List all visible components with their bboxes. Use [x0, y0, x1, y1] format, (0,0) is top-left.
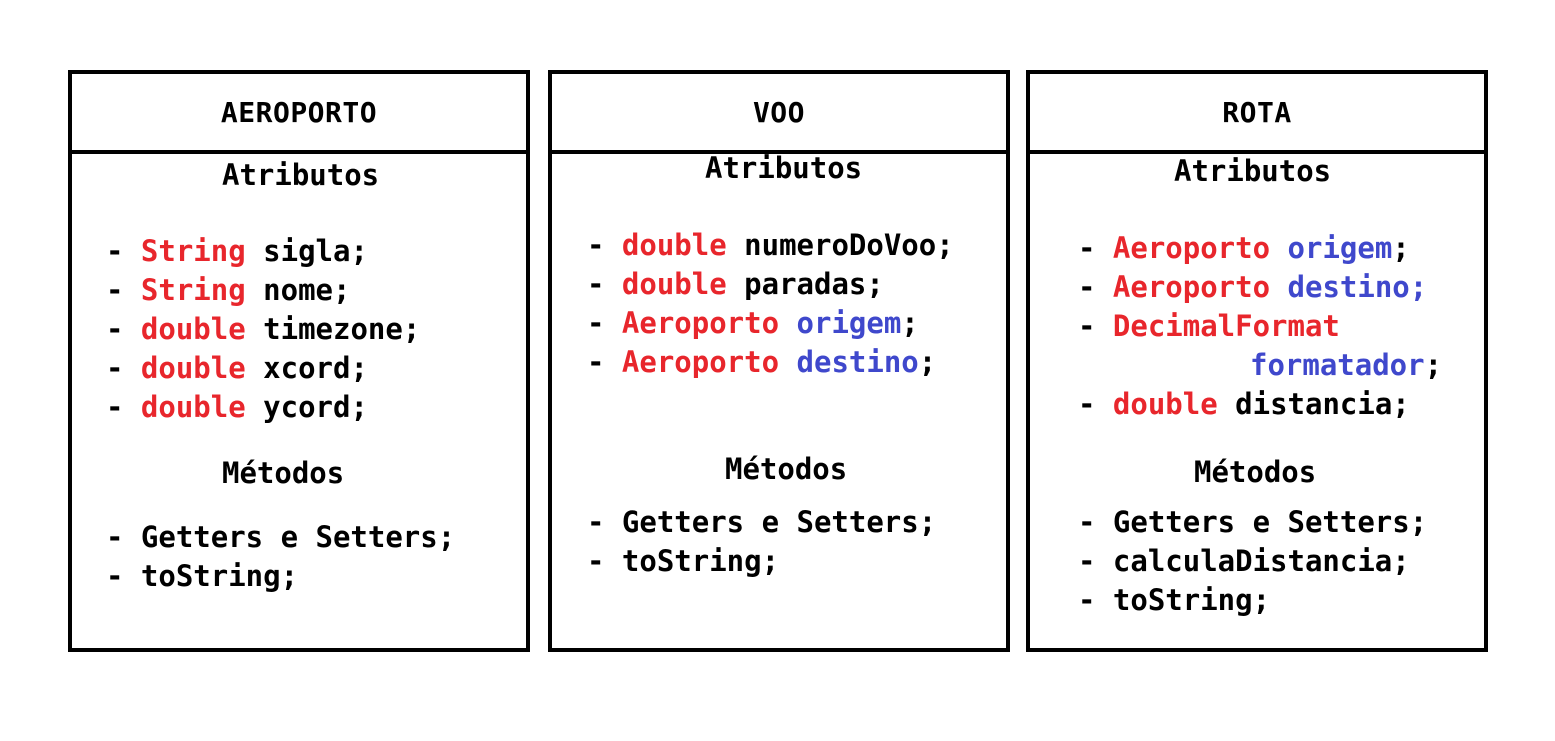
attribute-destino: - Aeroporto destino;	[587, 343, 936, 382]
class-name: ROTA	[1030, 74, 1484, 154]
attribute-name: origem	[1287, 231, 1393, 265]
attribute-type: Aeroporto	[1112, 231, 1271, 265]
attribute-numero-do-voo: - double numeroDoVoo;	[587, 226, 954, 265]
method-item: - Getters e Setters;	[106, 520, 456, 554]
attribute-name: nome	[263, 273, 333, 307]
class-box-voo: VOO Atributos - double numeroDoVoo; - do…	[548, 70, 1010, 652]
semicolon: ;	[350, 234, 368, 268]
methods-title: Métodos	[1194, 455, 1317, 489]
attribute-paradas: - double paradas;	[587, 265, 884, 304]
attribute-type: double	[140, 312, 246, 346]
attribute-ycord: - double ycord;	[106, 388, 368, 427]
dash: -	[587, 306, 622, 340]
semicolon: ;	[1392, 231, 1410, 265]
attribute-name: numeroDoVoo	[744, 228, 937, 262]
semicolon: ;	[901, 306, 919, 340]
attribute-origem: - Aeroporto origem;	[587, 304, 919, 343]
dash: -	[106, 312, 141, 346]
semicolon: ;	[936, 228, 954, 262]
attributes-title: Atributos	[222, 158, 380, 192]
attribute-name: xcord	[263, 351, 351, 385]
class-body: Atributos - String sigla; - String nome;…	[72, 154, 526, 648]
attributes-title: Atributos	[1174, 154, 1332, 188]
dash: -	[106, 390, 141, 424]
attribute-name: distancia	[1235, 387, 1393, 421]
attribute-distancia: - double distancia;	[1078, 385, 1410, 424]
attribute-name: ycord	[263, 390, 351, 424]
attribute-timezone: - double timezone;	[106, 310, 420, 349]
attributes-title: Atributos	[705, 151, 863, 185]
semicolon: ;	[866, 267, 884, 301]
dash: -	[1078, 270, 1113, 304]
attribute-formatador: - DecimalFormat	[1078, 307, 1340, 346]
attribute-nome: - String nome;	[106, 271, 350, 310]
attribute-type: double	[621, 267, 727, 301]
semicolon: ;	[402, 312, 421, 346]
attribute-type: DecimalFormat	[1112, 309, 1340, 343]
attribute-formatador-name: formatador;	[1250, 346, 1442, 385]
attribute-type: double	[621, 228, 727, 262]
semicolon: ;	[333, 273, 351, 307]
dash: -	[587, 228, 622, 262]
attribute-name: origem	[796, 306, 902, 340]
attribute-name: destino;	[1287, 270, 1428, 304]
attribute-type: String	[140, 234, 246, 268]
attribute-type: Aeroporto	[621, 306, 780, 340]
class-body: Atributos - Aeroporto origem; - Aeroport…	[1030, 154, 1484, 648]
attribute-name: destino	[796, 345, 919, 379]
attribute-name: sigla	[263, 234, 351, 268]
method-item: - Getters e Setters;	[1078, 505, 1428, 539]
class-name: AEROPORTO	[72, 74, 526, 154]
semicolon: ;	[1392, 387, 1410, 421]
semicolon: ;	[350, 351, 368, 385]
attribute-xcord: - double xcord;	[106, 349, 368, 388]
dash: -	[106, 273, 141, 307]
method-item: - toString;	[106, 559, 299, 593]
attribute-name: timezone	[263, 312, 403, 346]
dash: -	[106, 234, 141, 268]
class-name: VOO	[552, 74, 1006, 154]
attribute-destino: - Aeroporto destino;	[1078, 268, 1427, 307]
attribute-type: double	[1112, 387, 1218, 421]
methods-title: Métodos	[222, 456, 345, 490]
methods-title: Métodos	[725, 452, 848, 486]
method-item: - calculaDistancia;	[1078, 544, 1410, 578]
class-body: Atributos - double numeroDoVoo; - double…	[552, 151, 1006, 648]
attribute-type: String	[140, 273, 246, 307]
class-box-aeroporto: AEROPORTO Atributos - String sigla; - St…	[68, 70, 530, 652]
dash: -	[1078, 387, 1113, 421]
semicolon: ;	[1424, 348, 1443, 382]
method-item: - toString;	[1078, 583, 1271, 617]
method-item: - toString;	[587, 544, 780, 578]
dash: -	[1078, 231, 1113, 265]
dash: -	[1078, 309, 1113, 343]
method-item: - Getters e Setters;	[587, 505, 937, 539]
attribute-type: double	[140, 351, 246, 385]
attribute-type: Aeroporto	[1112, 270, 1271, 304]
attribute-type: double	[140, 390, 246, 424]
attribute-type: Aeroporto	[621, 345, 780, 379]
class-box-rota: ROTA Atributos - Aeroporto origem; - Aer…	[1026, 70, 1488, 652]
attribute-origem: - Aeroporto origem;	[1078, 229, 1410, 268]
attribute-name: formatador	[1250, 348, 1425, 382]
dash: -	[106, 351, 141, 385]
dash: -	[587, 267, 622, 301]
semicolon: ;	[350, 390, 368, 424]
attribute-sigla: - String sigla;	[106, 232, 368, 271]
attribute-name: paradas	[744, 267, 867, 301]
dash: -	[587, 345, 622, 379]
semicolon: ;	[918, 345, 937, 379]
